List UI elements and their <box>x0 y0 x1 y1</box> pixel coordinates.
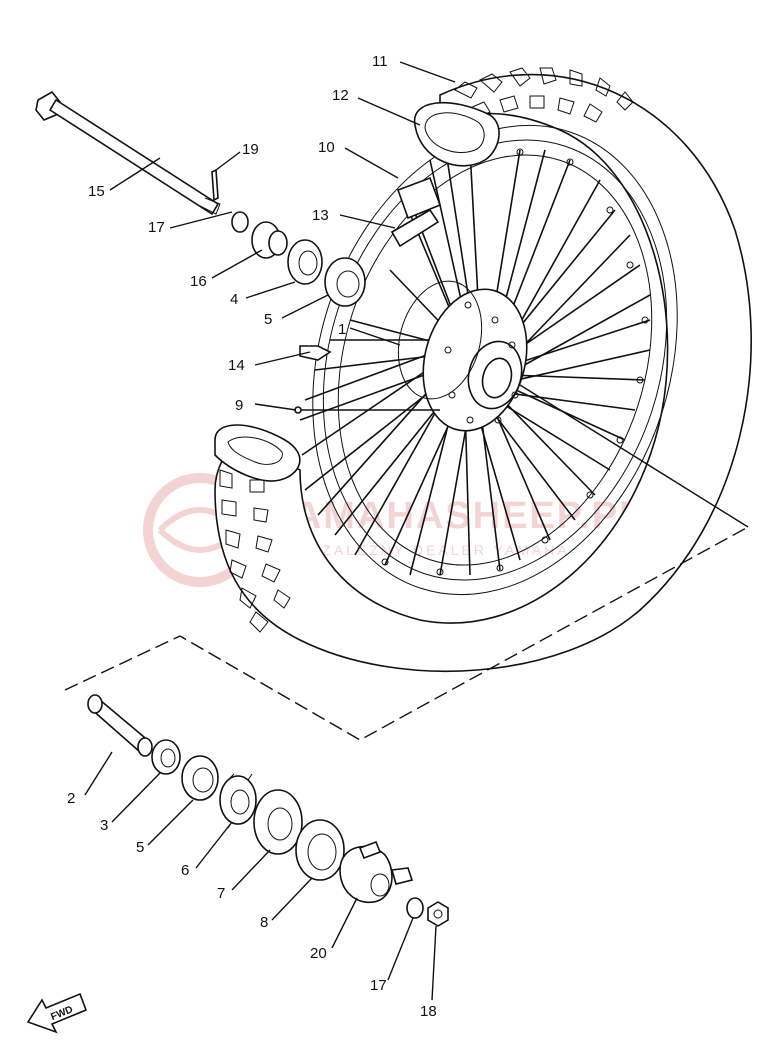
callout-9: 9 <box>235 397 243 414</box>
callout-10: 10 <box>318 139 335 156</box>
callout-13: 13 <box>312 207 329 224</box>
spokes <box>299 144 651 576</box>
callout-15: 15 <box>88 183 105 200</box>
oil-seal-8 <box>295 819 345 881</box>
callout-1: 1 <box>338 321 346 338</box>
meter-clutch <box>219 773 257 829</box>
callout-5-top: 5 <box>264 311 272 328</box>
bearing-5-top <box>324 257 366 307</box>
callouts: 11 12 10 13 1 14 9 15 19 17 16 4 5 2 3 5… <box>67 53 437 1020</box>
hub <box>397 280 528 432</box>
callout-14: 14 <box>228 357 245 374</box>
tube-section <box>390 101 500 248</box>
leader-lines <box>84 61 456 1001</box>
washer-17-left <box>231 211 249 233</box>
callout-17-bottom: 17 <box>370 977 387 994</box>
watermark-subtext: NIEZALEŻNY DEALER YAMAHA <box>290 541 570 558</box>
callout-20: 20 <box>310 945 327 962</box>
callout-11: 11 <box>372 53 388 70</box>
axle <box>35 90 221 216</box>
fwd-arrow: FWD <box>26 992 88 1034</box>
callout-3: 3 <box>100 817 108 834</box>
callout-8: 8 <box>260 914 268 931</box>
speedometer-gear-unit <box>339 840 414 904</box>
washer-17-bottom <box>406 897 424 919</box>
callout-19: 19 <box>242 141 259 158</box>
callout-4: 4 <box>230 291 238 308</box>
tire <box>214 67 752 672</box>
cotter-pin <box>211 168 219 202</box>
oil-seal-3 <box>151 739 181 775</box>
callout-7: 7 <box>217 885 225 902</box>
axle-nut <box>427 901 449 927</box>
callout-17-top: 17 <box>148 219 165 236</box>
callout-18: 18 <box>420 1003 437 1020</box>
bearing-5-bottom <box>181 755 219 801</box>
collar <box>251 221 288 259</box>
callout-6: 6 <box>181 862 189 879</box>
rim <box>312 124 678 596</box>
callout-5-bottom: 5 <box>136 839 144 856</box>
oil-seal-4 <box>287 239 323 285</box>
spacer <box>87 694 153 757</box>
callout-12: 12 <box>332 87 349 104</box>
callout-2: 2 <box>67 790 75 807</box>
gear-7 <box>253 789 303 855</box>
exploded-box <box>64 384 749 741</box>
callout-16: 16 <box>190 273 207 290</box>
watermark-text: YAMAHASHEEP.PL <box>270 495 644 537</box>
